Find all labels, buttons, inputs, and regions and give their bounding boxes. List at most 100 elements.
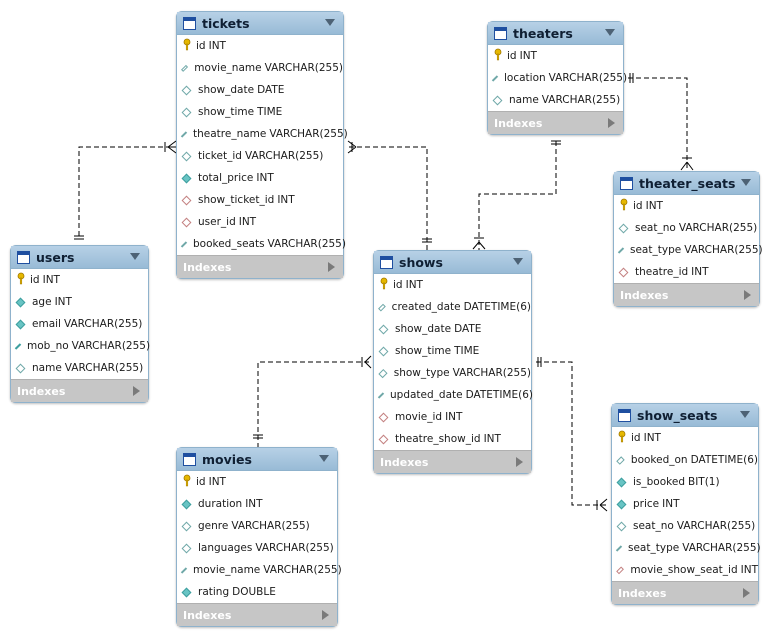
chevron-right-icon[interactable] bbox=[744, 290, 751, 300]
column-name: email bbox=[32, 318, 61, 330]
chevron-down-icon[interactable] bbox=[741, 179, 751, 186]
chevron-down-icon[interactable] bbox=[740, 411, 750, 418]
column-name: mob_no bbox=[27, 340, 69, 352]
diamond-icon bbox=[181, 543, 192, 553]
column-name: created_date bbox=[391, 301, 461, 313]
rel-theaters-shows bbox=[478, 141, 557, 250]
chevron-down-icon[interactable] bbox=[325, 19, 335, 26]
diamond-icon bbox=[181, 521, 192, 531]
entity-title: movies bbox=[202, 451, 252, 467]
column-type: TIME bbox=[454, 345, 480, 357]
indexes-section[interactable]: Indexes bbox=[177, 255, 343, 278]
table-icon bbox=[183, 452, 196, 466]
indexes-section[interactable]: Indexes bbox=[612, 581, 758, 604]
column-type: VARCHAR(255) bbox=[267, 238, 346, 250]
column-name: id bbox=[631, 432, 641, 444]
diamond-icon bbox=[181, 107, 192, 117]
indexes-section[interactable]: Indexes bbox=[374, 450, 531, 473]
indexes-section[interactable]: Indexes bbox=[177, 603, 337, 626]
chevron-down-icon[interactable] bbox=[513, 258, 523, 265]
chevron-right-icon[interactable] bbox=[328, 262, 335, 272]
table-icon bbox=[494, 26, 507, 40]
entity-header[interactable]: shows bbox=[374, 251, 531, 274]
chevron-right-icon[interactable] bbox=[608, 118, 615, 128]
entity-header[interactable]: movies bbox=[177, 448, 337, 471]
column-name: movie_id bbox=[395, 411, 443, 423]
entity-header[interactable]: tickets bbox=[177, 12, 343, 35]
chevron-down-icon[interactable] bbox=[319, 455, 329, 462]
chevron-right-icon[interactable] bbox=[322, 610, 329, 620]
chevron-down-icon[interactable] bbox=[605, 29, 615, 36]
entity-title: show_seats bbox=[637, 407, 718, 423]
entity-header[interactable]: show_seats bbox=[612, 404, 758, 427]
diamond-icon bbox=[181, 151, 192, 161]
key-icon bbox=[180, 474, 194, 489]
diamond-icon bbox=[378, 412, 389, 422]
chevron-down-icon[interactable] bbox=[130, 253, 140, 260]
column-type: INT bbox=[643, 432, 661, 444]
indexes-section[interactable]: Indexes bbox=[11, 379, 148, 402]
column-type: INT bbox=[54, 296, 72, 308]
chevron-right-icon[interactable] bbox=[133, 386, 140, 396]
entity-header[interactable]: theater_seats bbox=[614, 172, 759, 195]
entity-header[interactable]: theaters bbox=[488, 22, 623, 45]
diamond-icon bbox=[180, 240, 188, 248]
chevron-right-icon[interactable] bbox=[516, 457, 523, 467]
chevron-right-icon[interactable] bbox=[743, 588, 750, 598]
entity-header[interactable]: users bbox=[11, 246, 148, 269]
indexes-section[interactable]: Indexes bbox=[488, 111, 623, 134]
indexes-section[interactable]: Indexes bbox=[614, 283, 759, 306]
